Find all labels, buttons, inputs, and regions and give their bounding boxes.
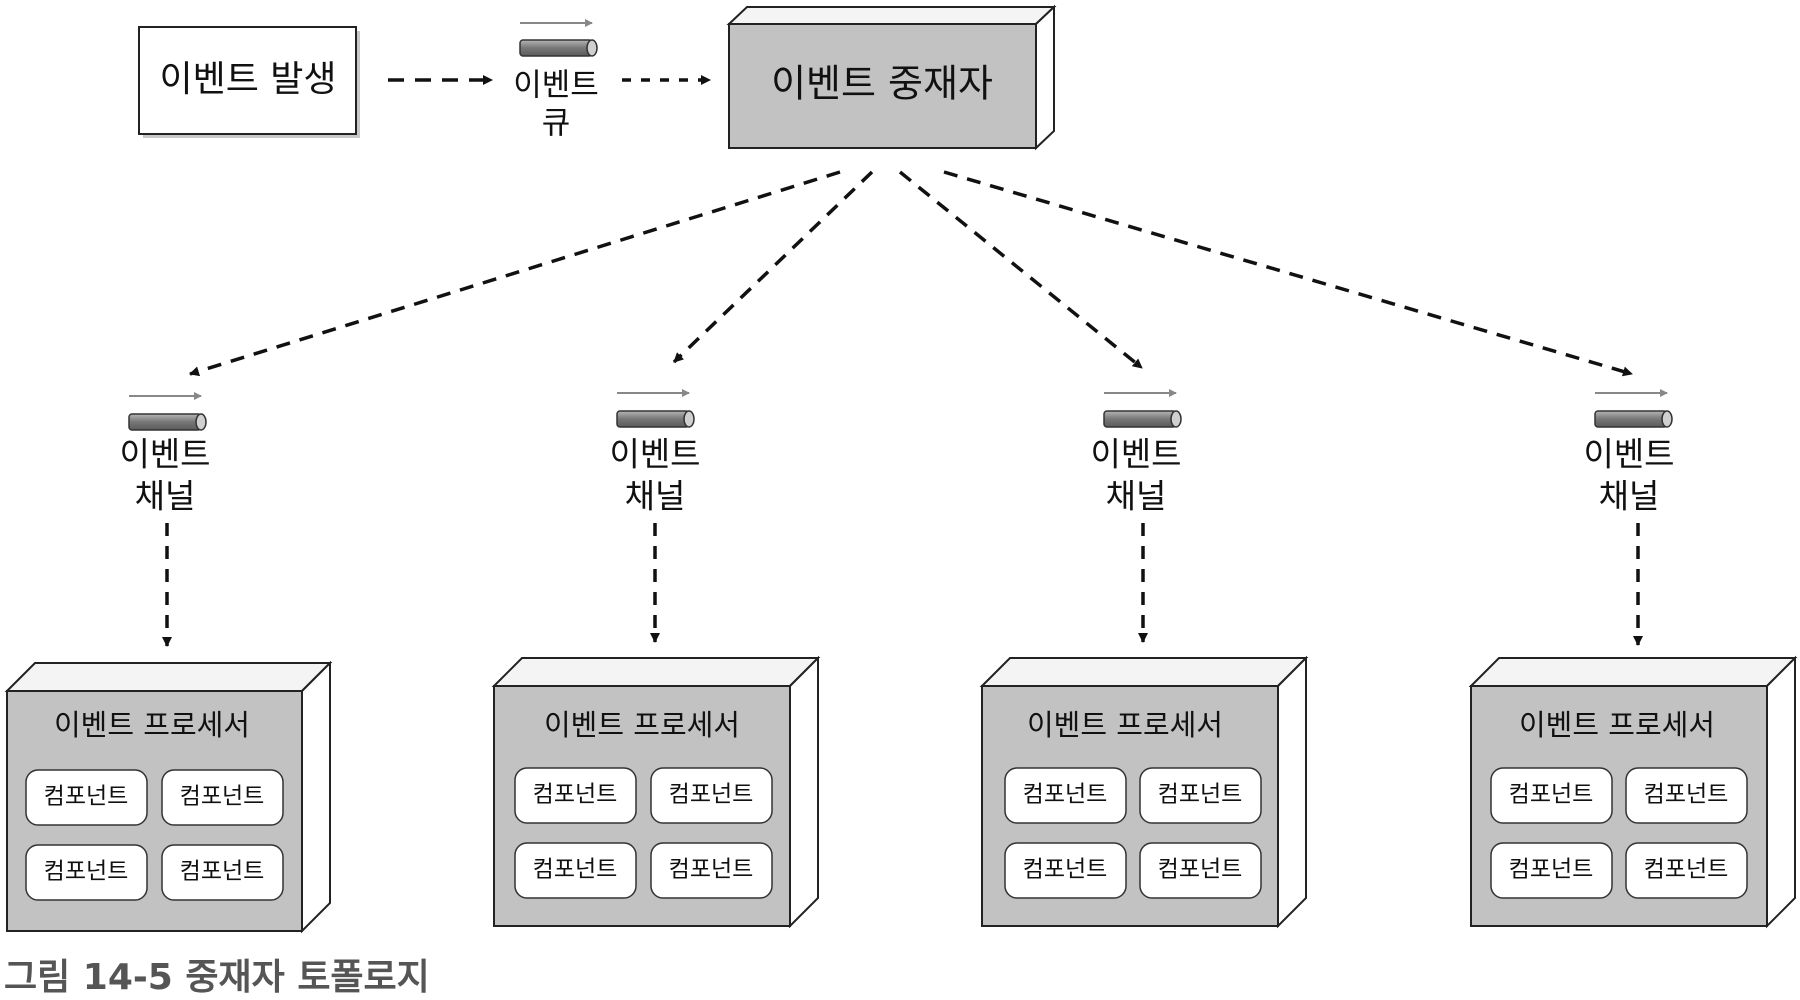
component-label: 컴포넌트 — [1644, 857, 1729, 883]
event-mediator-label: 이벤트 중재자 — [771, 62, 993, 106]
component-box: 컴포넌트 — [1004, 767, 1127, 824]
component-label: 컴포넌트 — [533, 782, 618, 808]
component-box: 컴포넌트 — [1490, 767, 1613, 824]
figure-caption-text: 중재자 토폴로지 — [185, 957, 430, 998]
event-channel-label-line1: 이벤트 — [1583, 435, 1674, 474]
component-box: 컴포넌트 — [1625, 842, 1748, 899]
component-box: 컴포넌트 — [25, 769, 148, 826]
arrow-mediator-to-channel-4 — [943, 170, 1633, 377]
component-label: 컴포넌트 — [669, 857, 754, 883]
component-label: 컴포넌트 — [44, 784, 129, 810]
mediator-fanout-arrows — [189, 170, 1633, 377]
pipe-icon — [1594, 410, 1673, 428]
component-label: 컴포넌트 — [1023, 857, 1108, 883]
pipe-icon — [519, 39, 598, 57]
component-label: 컴포넌트 — [1509, 857, 1594, 883]
component-label: 컴포넌트 — [1509, 782, 1594, 808]
component-label: 컴포넌트 — [533, 857, 618, 883]
component-box: 컴포넌트 — [1490, 842, 1613, 899]
pipe-icon — [616, 410, 695, 428]
event-channel-3: 이벤트 채널 — [1090, 389, 1182, 516]
component-box: 컴포넌트 — [1139, 842, 1262, 899]
component-label: 컴포넌트 — [1158, 782, 1243, 808]
component-box: 컴포넌트 — [25, 844, 148, 901]
event-mediator-box: 이벤트 중재자 — [726, 4, 1057, 151]
component-label: 컴포넌트 — [44, 859, 129, 885]
event-queue-label-line1: 이벤트 — [513, 68, 599, 104]
figure-caption: 그림 14-5 중재자 토폴로지 — [4, 948, 430, 1000]
event-channel-label-line2: 채널 — [625, 477, 686, 516]
component-label: 컴포넌트 — [669, 782, 754, 808]
component-box: 컴포넌트 — [514, 767, 637, 824]
component-label: 컴포넌트 — [180, 859, 265, 885]
event-queue: 이벤트 큐 — [513, 19, 599, 142]
event-channel-label-line2: 채널 — [135, 477, 196, 516]
event-processor-3: 이벤트 프로세서 컴포넌트 컴포넌트 컴포넌트 컴포넌트 — [979, 655, 1309, 929]
component-box: 컴포넌트 — [650, 842, 773, 899]
event-channel-1: 이벤트 채널 — [119, 392, 211, 516]
event-channel-label-line1: 이벤트 — [119, 435, 210, 474]
event-processor-title: 이벤트 프로세서 — [54, 708, 250, 742]
event-channel-label-line2: 채널 — [1599, 477, 1660, 516]
component-label: 컴포넌트 — [1023, 782, 1108, 808]
component-box: 컴포넌트 — [161, 844, 284, 901]
arrow-mediator-to-channel-3 — [898, 170, 1144, 370]
event-processor-2: 이벤트 프로세서 컴포넌트 컴포넌트 컴포넌트 컴포넌트 — [491, 655, 821, 929]
event-processor-title: 이벤트 프로세서 — [1519, 708, 1715, 742]
event-processor-1: 이벤트 프로세서 컴포넌트 컴포넌트 컴포넌트 컴포넌트 — [4, 660, 333, 934]
component-label: 컴포넌트 — [180, 784, 265, 810]
component-box: 컴포넌트 — [650, 767, 773, 824]
event-channel-label-line1: 이벤트 — [609, 435, 700, 474]
event-queue-label-line2: 큐 — [542, 106, 571, 142]
pipe-icon — [128, 413, 207, 431]
event-channel-2: 이벤트 채널 — [609, 389, 701, 516]
event-source-box: 이벤트 발생 — [138, 26, 360, 138]
event-source-label: 이벤트 발생 — [159, 59, 336, 100]
pipe-icon — [1103, 410, 1182, 428]
component-label: 컴포넌트 — [1158, 857, 1243, 883]
arrow-mediator-to-channel-2 — [672, 170, 874, 364]
event-processor-title: 이벤트 프로세서 — [544, 708, 740, 742]
event-channel-label-line2: 채널 — [1106, 477, 1167, 516]
component-label: 컴포넌트 — [1644, 782, 1729, 808]
arrow-mediator-to-channel-1 — [189, 170, 841, 377]
component-box: 컴포넌트 — [161, 769, 284, 826]
component-box: 컴포넌트 — [1004, 842, 1127, 899]
figure-caption-prefix: 그림 14-5 — [4, 957, 173, 998]
component-box: 컴포넌트 — [1625, 767, 1748, 824]
event-channel-4: 이벤트 채널 — [1583, 389, 1675, 516]
component-box: 컴포넌트 — [514, 842, 637, 899]
event-channel-label-line1: 이벤트 — [1090, 435, 1181, 474]
event-processor-title: 이벤트 프로세서 — [1027, 708, 1223, 742]
component-box: 컴포넌트 — [1139, 767, 1262, 824]
event-processor-4: 이벤트 프로세서 컴포넌트 컴포넌트 컴포넌트 컴포넌트 — [1468, 655, 1798, 929]
